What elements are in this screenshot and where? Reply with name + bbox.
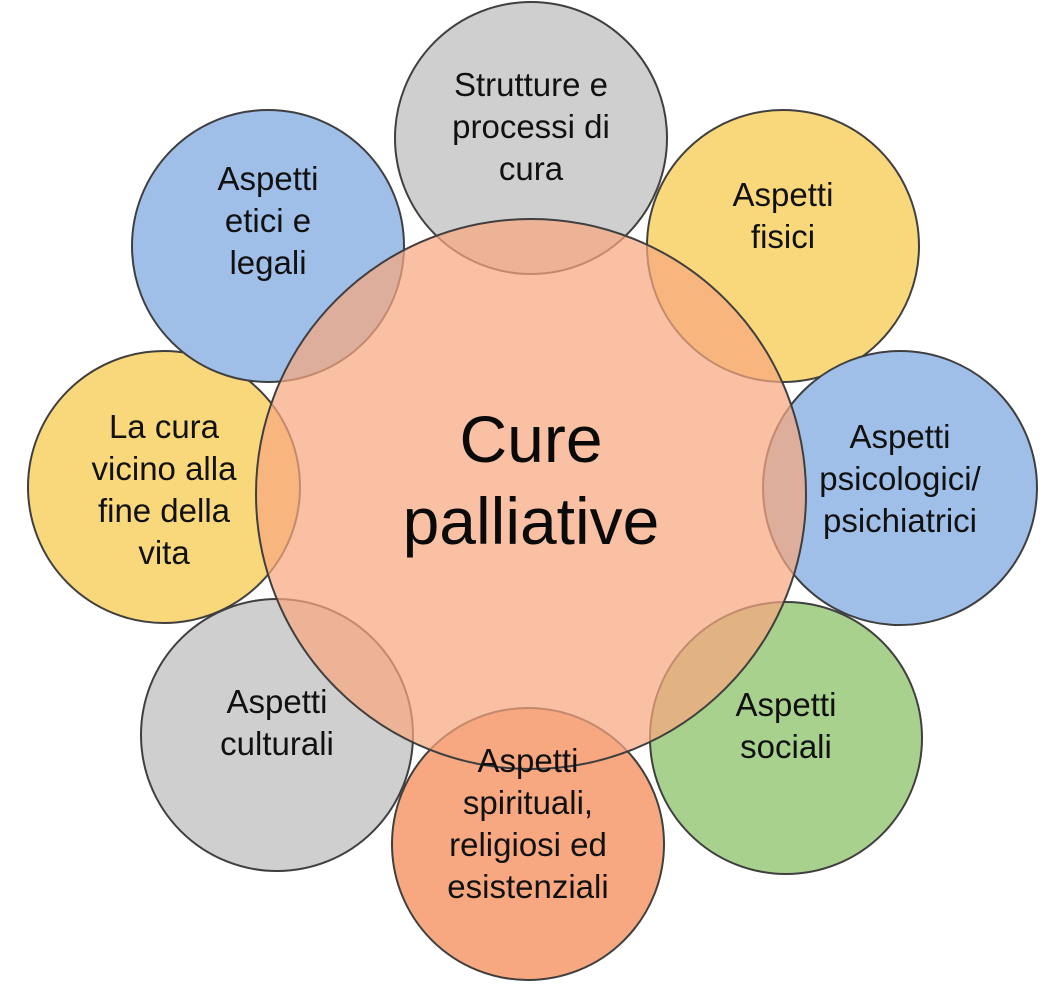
label-fine-vita-line: fine della xyxy=(98,492,231,529)
label-spirituali-line: Aspetti xyxy=(478,742,579,779)
label-etici-line: etici e xyxy=(225,202,311,239)
label-spirituali-line: spirituali, xyxy=(463,784,593,821)
label-spirituali: Aspetti spirituali, religiosi ed esistenzia… xyxy=(447,742,608,905)
label-culturali: Aspetti culturali xyxy=(220,683,334,762)
center-label-line: Cure xyxy=(459,402,602,476)
center-circle xyxy=(255,218,807,770)
label-strutture-line: cura xyxy=(499,150,564,187)
label-fisici-line: Aspetti xyxy=(733,176,834,213)
label-sociali: Aspetti sociali xyxy=(736,686,837,765)
label-sociali-line: Aspetti xyxy=(736,686,837,723)
label-psicologici-line: psicologici/ xyxy=(819,460,981,497)
label-fisici: Aspetti fisici xyxy=(733,176,834,255)
label-strutture-line: Strutture e xyxy=(454,66,608,103)
label-fine-vita-line: La cura xyxy=(109,408,220,445)
outer-circles-layer xyxy=(27,1,1038,981)
label-fine-vita: La cura vicino alla fine della vita xyxy=(92,408,238,571)
center-label-line: palliative xyxy=(403,484,660,558)
label-spirituali-line: religiosi ed xyxy=(449,826,607,863)
label-culturali-line: Aspetti xyxy=(227,683,328,720)
label-sociali-line: sociali xyxy=(740,728,832,765)
label-strutture: Strutture e processi di cura xyxy=(452,66,610,187)
label-psicologici-line: psichiatrici xyxy=(823,502,977,539)
center-label: Cure palliative xyxy=(403,402,660,558)
label-etici: Aspetti etici e legali xyxy=(218,160,319,281)
label-fine-vita-line: vicino alla xyxy=(92,450,238,487)
label-etici-line: Aspetti xyxy=(218,160,319,197)
label-fine-vita-line: vita xyxy=(138,534,190,571)
label-strutture-line: processi di xyxy=(452,108,610,145)
label-spirituali-line: esistenziali xyxy=(447,868,608,905)
label-psicologici: Aspetti psicologici/psichiatrici xyxy=(819,418,981,539)
label-fisici-line: fisici xyxy=(751,218,815,255)
label-psicologici-line: Aspetti xyxy=(850,418,951,455)
label-etici-line: legali xyxy=(229,244,306,281)
center-circle-layer xyxy=(255,218,807,770)
label-culturali-line: culturali xyxy=(220,725,334,762)
